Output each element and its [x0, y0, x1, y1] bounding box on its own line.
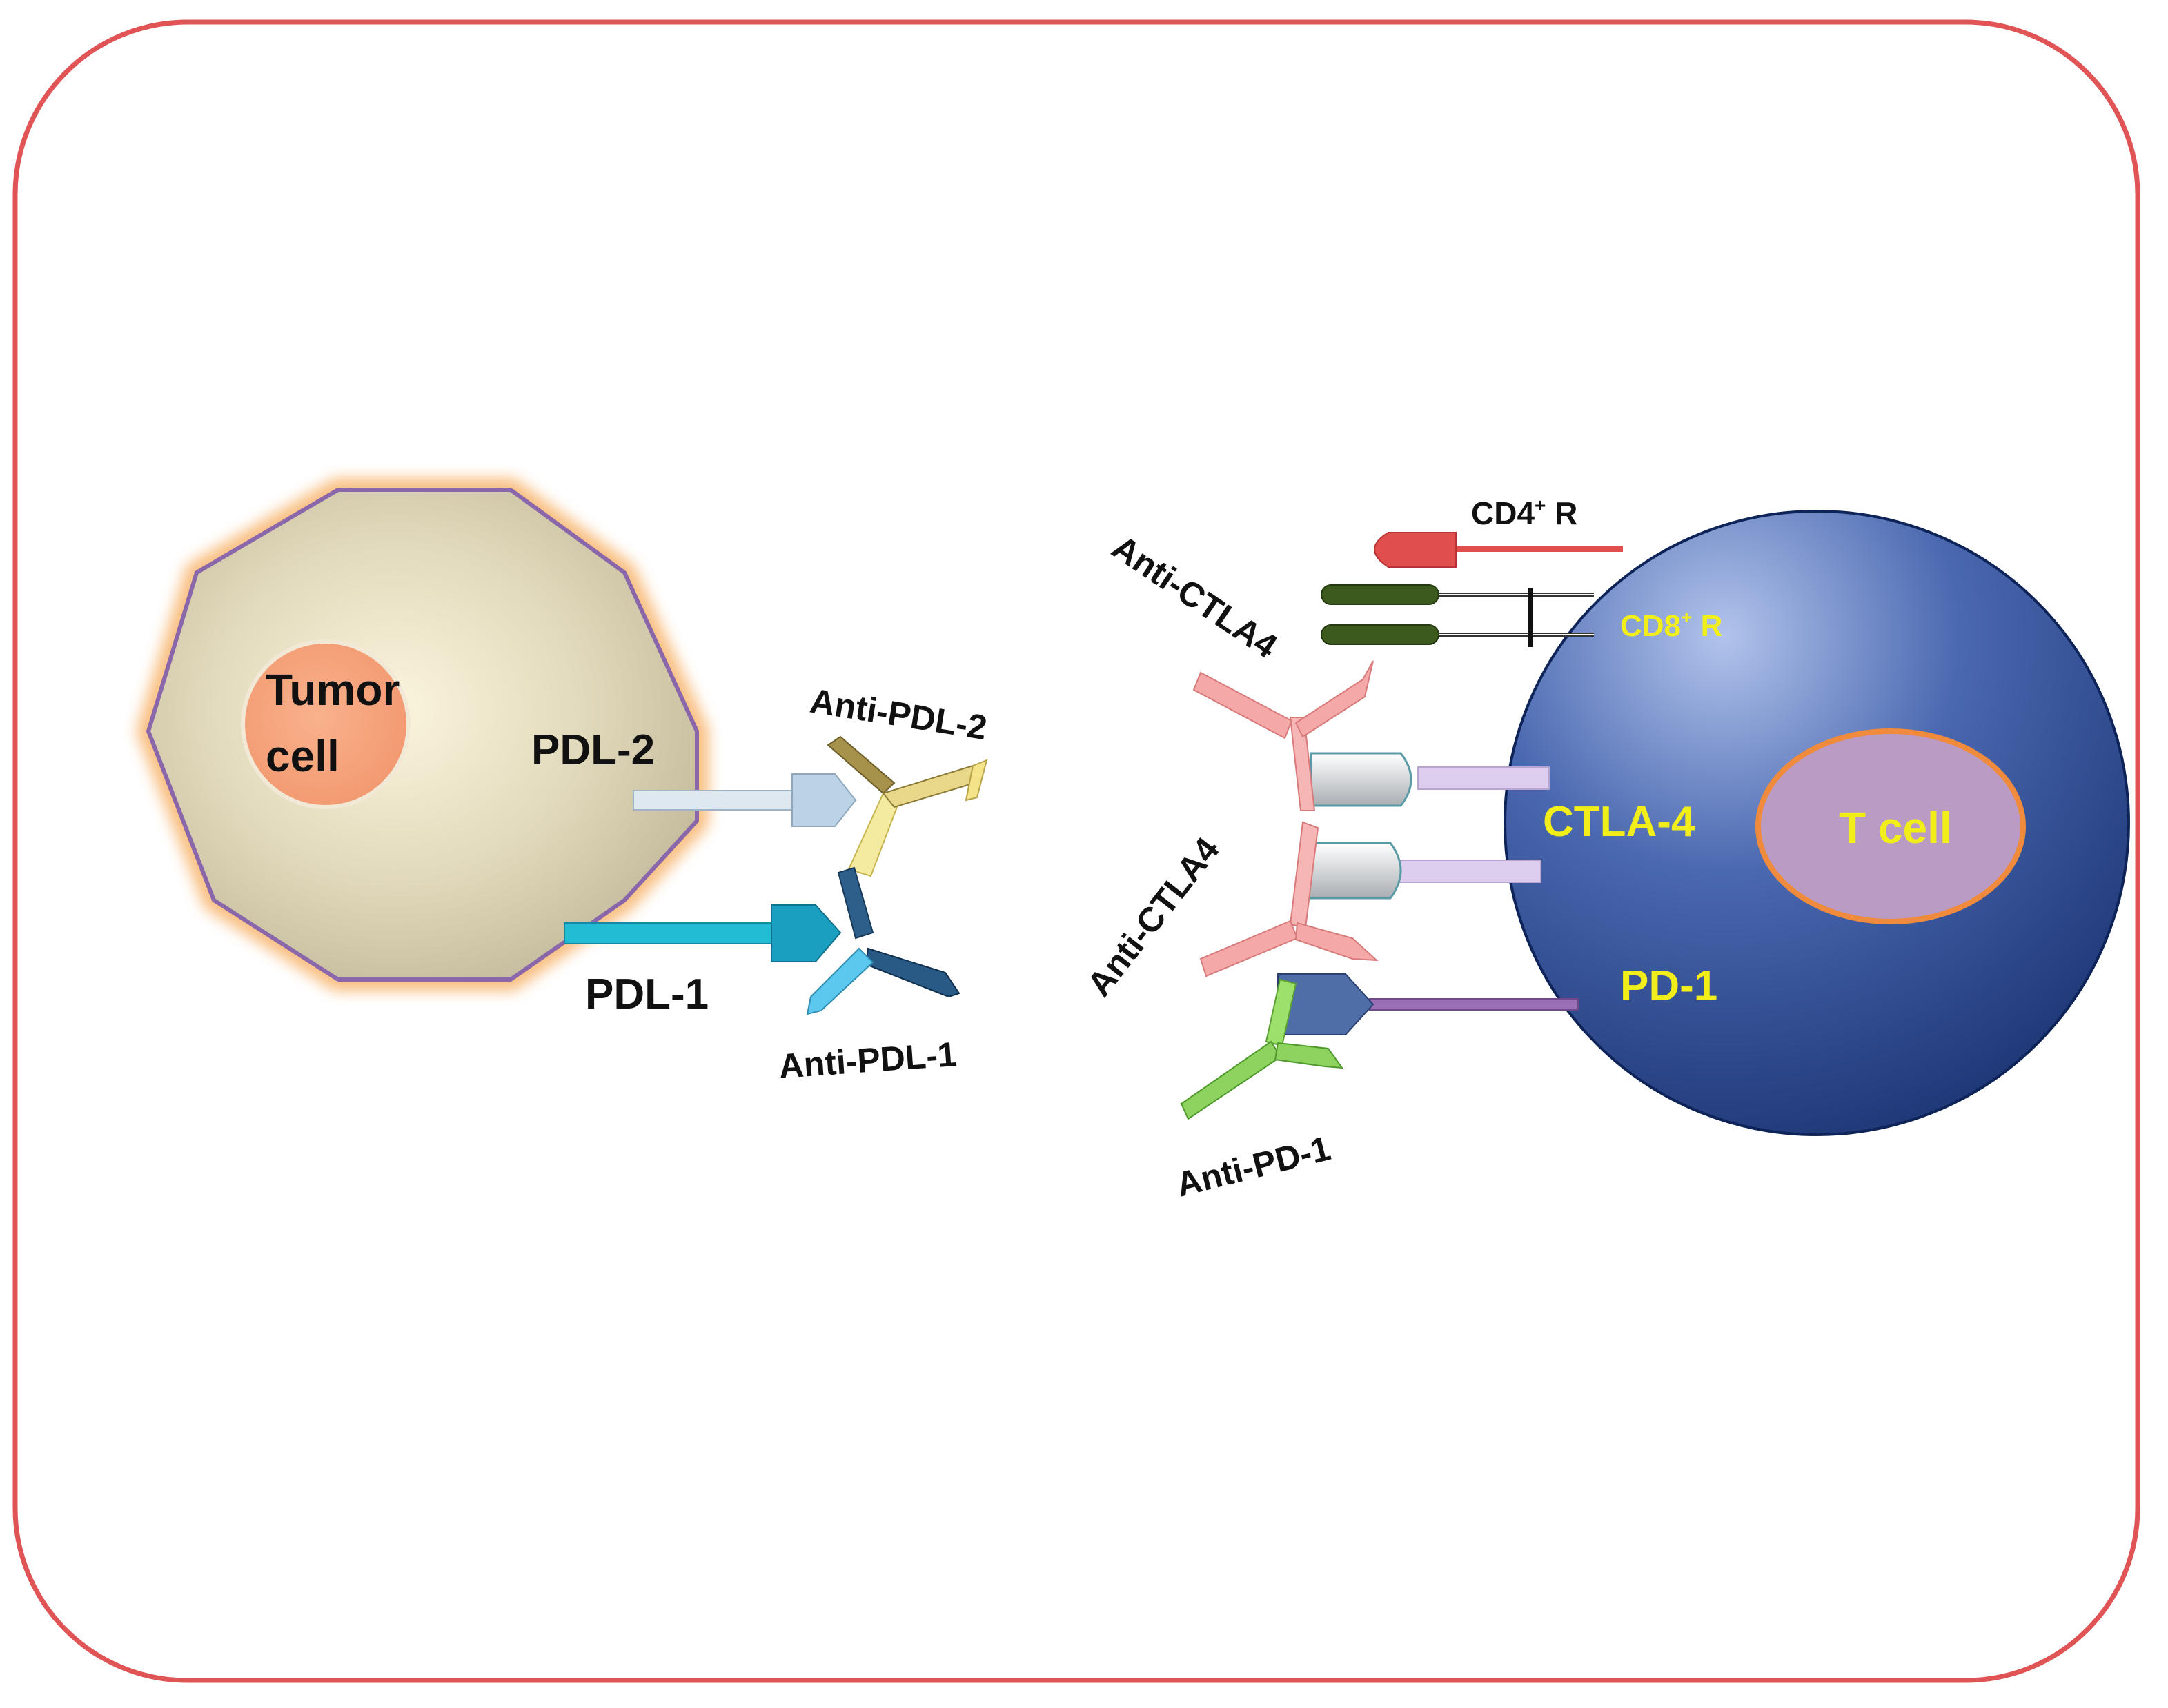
anti-ctla4-antibody-top: [1192, 660, 1374, 811]
pdl1-label: PDL-1: [585, 971, 709, 1018]
cd8-receptor-label: CD8+ R: [1620, 606, 1722, 643]
tumor-cell-label-line1: Tumor: [266, 665, 400, 715]
anti-pd1-antibody: [1180, 978, 1344, 1120]
pd1-label: PD-1: [1620, 962, 1717, 1010]
pdl2-receptor: [633, 773, 857, 827]
cd4-receptor: [1374, 532, 1623, 568]
tumor-cell-label-line2: cell: [266, 731, 339, 781]
pd1-receptor: [1277, 973, 1579, 1035]
t-cell-label: T cell: [1839, 803, 1952, 853]
cd4-receptor-label: CD4+ R: [1471, 495, 1577, 531]
ctla4-receptor-lower: [1306, 842, 1541, 900]
pdl2-label: PDL-2: [531, 726, 655, 774]
t-cell: [1504, 510, 2130, 1136]
cd8-receptor: [1321, 584, 1594, 647]
anti-pdl2-antibody: [827, 735, 988, 877]
pdl1-receptor: [564, 904, 842, 962]
ctla4-label: CTLA-4: [1543, 798, 1695, 846]
ctla4-receptor-upper: [1310, 752, 1550, 807]
t-cell-nucleus: [1755, 728, 2026, 924]
tumor-cell-nucleus: [241, 639, 411, 809]
diagram-frame: [12, 19, 2140, 1683]
anti-pdl1-antibody: [806, 866, 960, 1015]
anti-ctla4-antibody-bottom: [1199, 821, 1379, 977]
